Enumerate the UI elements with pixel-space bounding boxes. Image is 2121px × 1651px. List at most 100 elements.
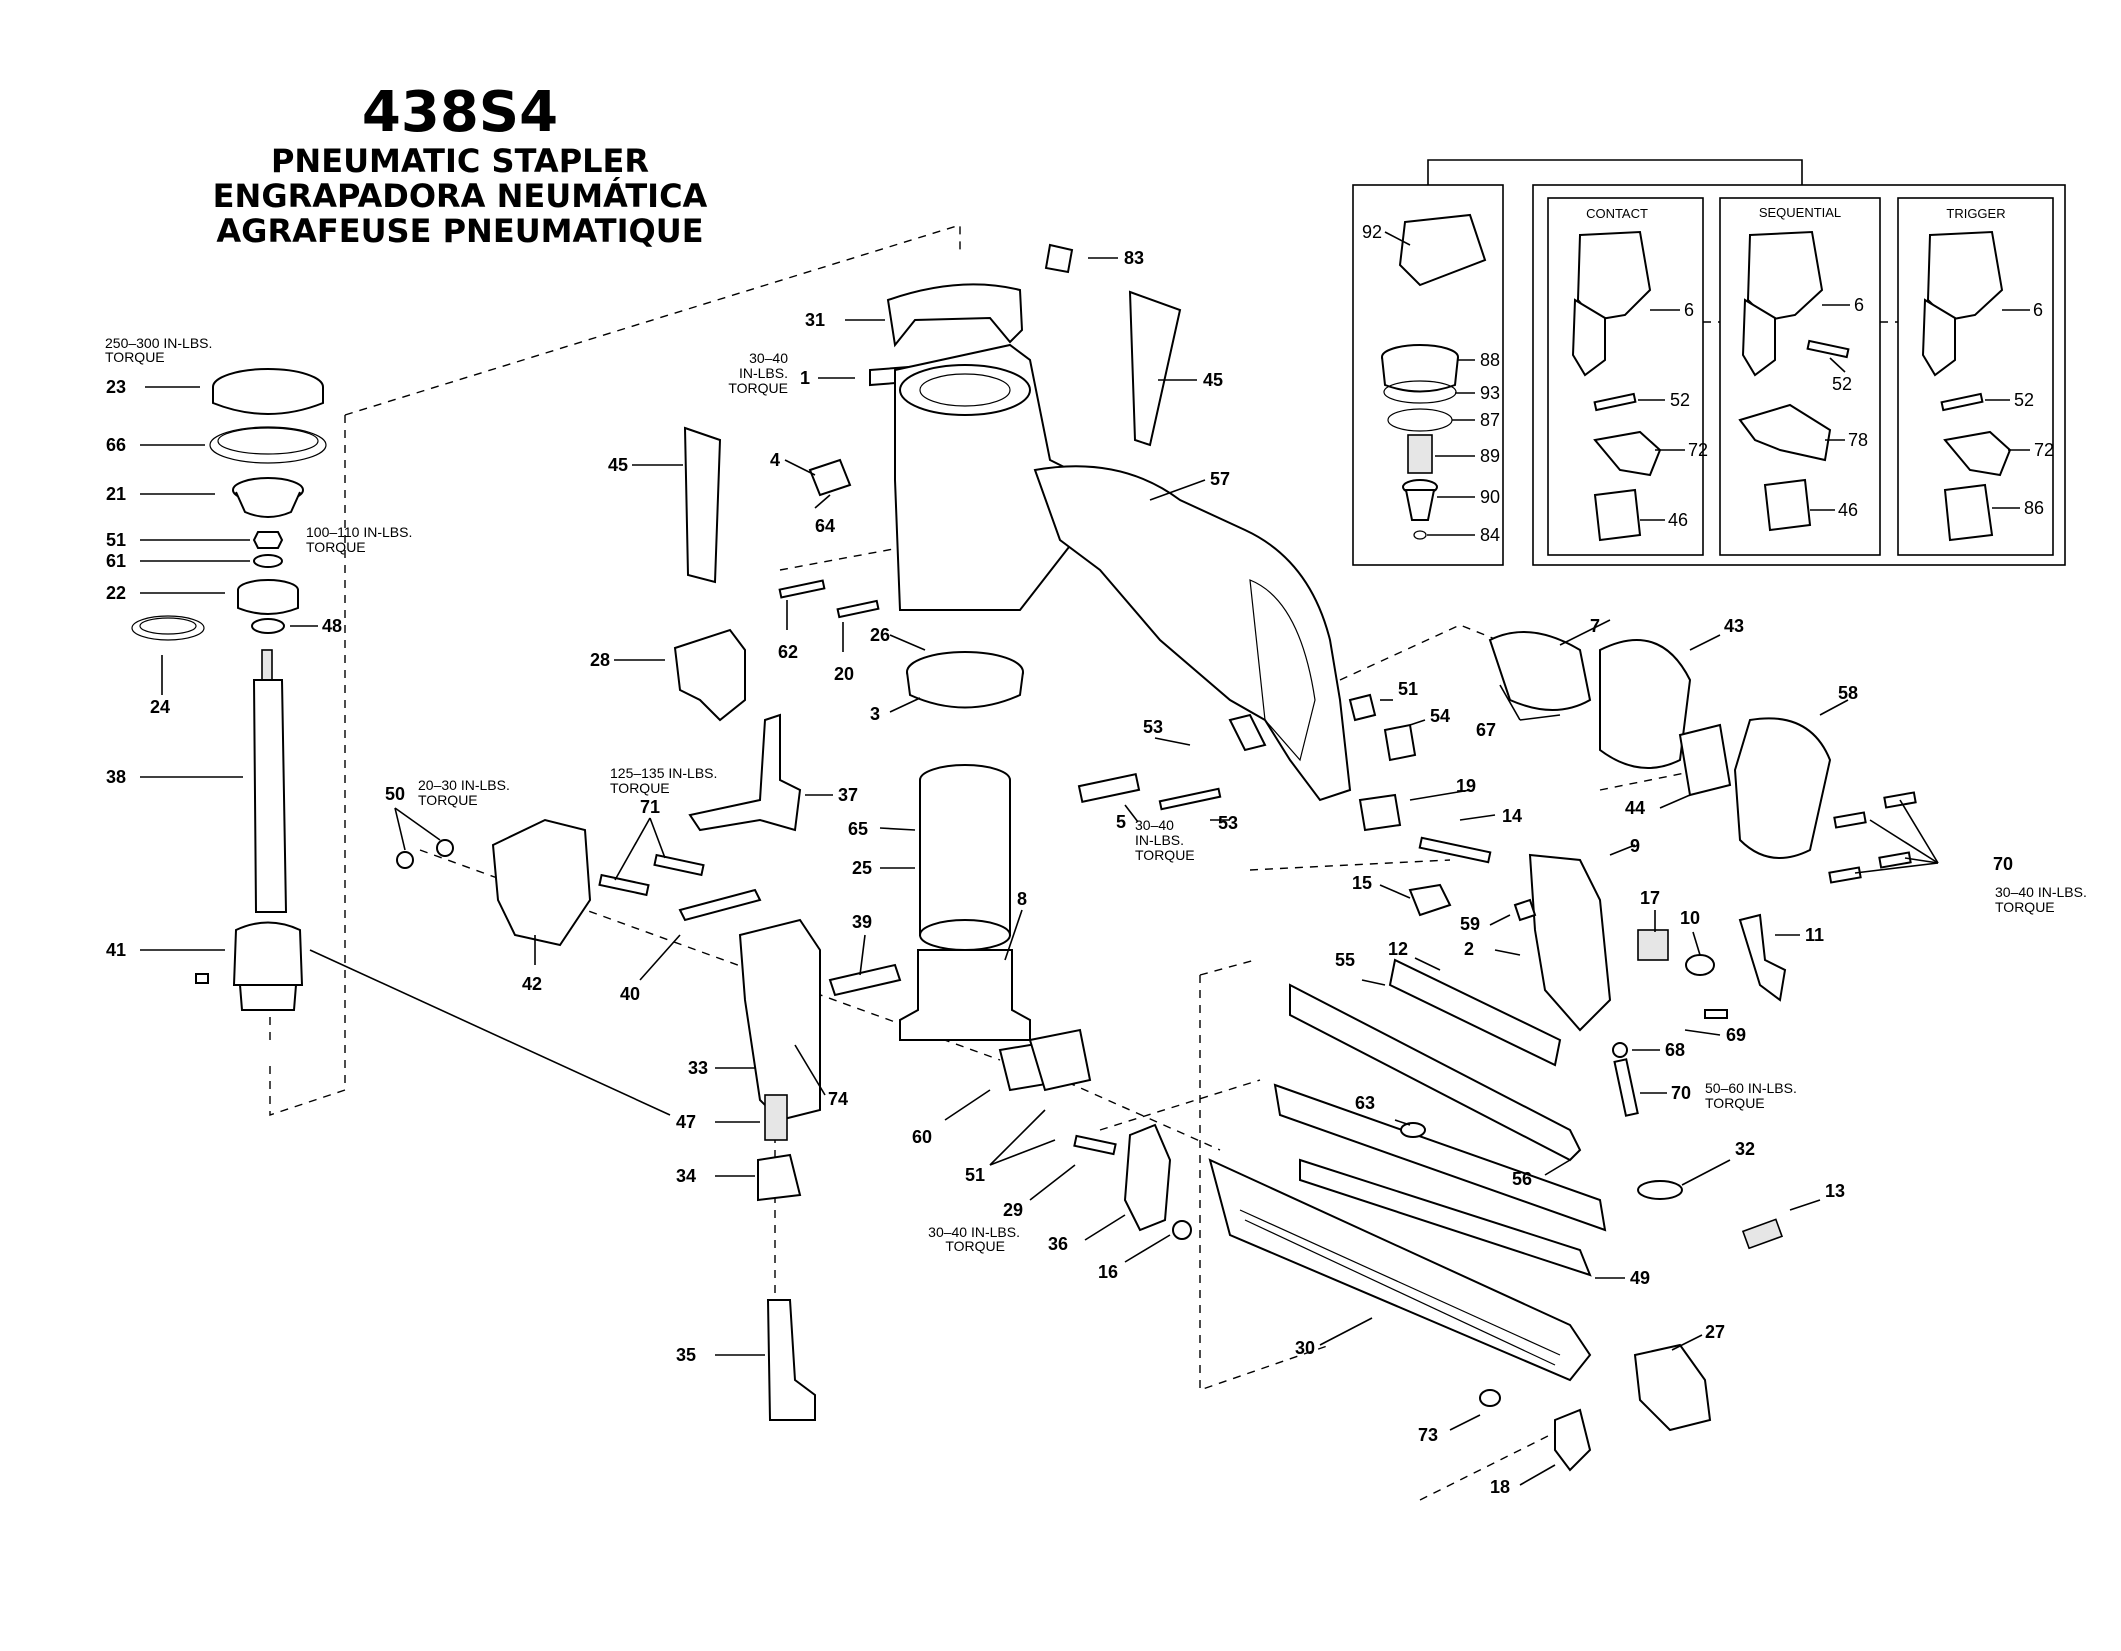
top-center-parts bbox=[673, 243, 1352, 832]
inset-box-trigger-options bbox=[1532, 184, 2066, 566]
part-89-spring bbox=[1407, 434, 1433, 474]
callout-56: 56 bbox=[1512, 1169, 1532, 1189]
callout-54: 54 bbox=[1430, 706, 1450, 726]
part-92-piston bbox=[1398, 213, 1487, 287]
part-63-spring bbox=[1400, 1122, 1426, 1138]
callout-51-left: 51 bbox=[106, 530, 126, 550]
part-42-housing bbox=[491, 818, 592, 947]
callout-64: 64 bbox=[815, 516, 835, 536]
callout-51-right: 51 bbox=[1398, 679, 1418, 699]
callout-7: 7 bbox=[1590, 616, 1600, 636]
inset-sequential bbox=[1719, 197, 1881, 556]
torque-30-40-low-line2: TORQUE bbox=[945, 1238, 1005, 1254]
part-73-bushing bbox=[1479, 1389, 1501, 1407]
callout-93: 93 bbox=[1480, 383, 1500, 403]
part-5-fitting bbox=[1077, 772, 1141, 804]
torque-100-110-line1: 100–110 IN-LBS. bbox=[306, 524, 412, 540]
callout-49: 49 bbox=[1630, 1268, 1650, 1288]
callout-17: 17 bbox=[1640, 888, 1660, 908]
callout-59: 59 bbox=[1460, 914, 1480, 934]
torque-30-40-right-line1: 30–40 IN-LBS. bbox=[1995, 884, 2087, 900]
contact-lever-72 bbox=[1593, 430, 1662, 477]
part-29-screw bbox=[1073, 1134, 1117, 1156]
part-28-bracket bbox=[673, 628, 746, 722]
callout-52-sequential: 52 bbox=[1832, 374, 1852, 394]
part-48-bushing bbox=[251, 618, 285, 634]
callout-43: 43 bbox=[1724, 616, 1744, 636]
title-french: AGRAFEUSE PNEUMATIQUE bbox=[216, 212, 704, 250]
callout-67: 67 bbox=[1476, 720, 1496, 740]
torque-30-40-mid-line2: IN-LBS. bbox=[1135, 832, 1184, 848]
title-english: PNEUMATIC STAPLER bbox=[270, 142, 650, 180]
part-57-handle bbox=[1033, 465, 1352, 802]
part-87-oring bbox=[1387, 408, 1453, 432]
torque-125-135-line1: 125–135 IN-LBS. bbox=[610, 765, 717, 781]
torque-30-40-mid-line3: TORQUE bbox=[1135, 847, 1195, 863]
part-70-pivot bbox=[1613, 1058, 1639, 1117]
part-70-bolt-b bbox=[1833, 811, 1867, 829]
sequential-valve-6 bbox=[1746, 230, 1824, 322]
callout-5: 5 bbox=[1116, 812, 1126, 832]
part-20-pin bbox=[836, 599, 880, 619]
callout-39: 39 bbox=[852, 912, 872, 932]
callout-40: 40 bbox=[620, 984, 640, 1004]
part-53-pin-b bbox=[1158, 787, 1222, 811]
callout-36: 36 bbox=[1048, 1234, 1068, 1254]
callout-42: 42 bbox=[522, 974, 542, 994]
torque-125-135-line2: TORQUE bbox=[610, 780, 670, 796]
callout-29: 29 bbox=[1003, 1200, 1023, 1220]
part-55-track bbox=[1289, 983, 1582, 1162]
callout-55: 55 bbox=[1335, 950, 1355, 970]
callout-53-lower: 53 bbox=[1218, 813, 1238, 833]
callout-19: 19 bbox=[1456, 776, 1476, 796]
part-3-seal bbox=[906, 671, 1024, 709]
callout-10: 10 bbox=[1680, 908, 1700, 928]
torque-20-30-line2: TORQUE bbox=[418, 792, 478, 808]
part-13-spring bbox=[1741, 1218, 1784, 1250]
torque-250-300-line1: 250–300 IN-LBS. bbox=[105, 335, 212, 351]
callout-90: 90 bbox=[1480, 487, 1500, 507]
part-15-clip bbox=[1408, 883, 1452, 917]
part-51-nut-mid bbox=[1348, 693, 1377, 722]
inset-box-head-valve bbox=[1352, 184, 1504, 566]
inset-header-contact: CONTACT bbox=[1586, 206, 1648, 221]
callout-46-contact: 46 bbox=[1668, 510, 1688, 530]
callout-8: 8 bbox=[1017, 889, 1027, 909]
part-71-screw-a bbox=[598, 873, 650, 897]
trigger-pin-52 bbox=[1940, 392, 1984, 412]
callout-52-trigger: 52 bbox=[2014, 390, 2034, 410]
inset-contact bbox=[1547, 197, 1704, 556]
callout-46-sequential: 46 bbox=[1838, 500, 1858, 520]
part-38-driver bbox=[252, 679, 288, 913]
part-50-nut-a bbox=[396, 851, 414, 869]
contact-valve-6 bbox=[1576, 230, 1652, 322]
callout-47: 47 bbox=[676, 1112, 696, 1132]
callout-21: 21 bbox=[106, 484, 126, 504]
part-93-oring bbox=[1383, 380, 1457, 404]
part-62-pin bbox=[778, 579, 826, 599]
title-spanish: ENGRAPADORA NEUMÁTICA bbox=[212, 177, 708, 215]
part-84-oring bbox=[1413, 530, 1427, 540]
callout-35: 35 bbox=[676, 1345, 696, 1365]
part-70-bolt-c bbox=[1878, 851, 1912, 869]
callout-73: 73 bbox=[1418, 1425, 1438, 1445]
part-61-washer bbox=[253, 554, 283, 568]
part-7-exhaust bbox=[1488, 631, 1592, 711]
callout-72-contact: 72 bbox=[1688, 440, 1708, 460]
trigger-bracket-86 bbox=[1943, 483, 1994, 542]
torque-notes: 250–300 IN-LBS. TORQUE 100–110 IN-LBS. T… bbox=[105, 335, 2087, 1254]
left-column-parts bbox=[131, 368, 327, 1011]
part-51-nut bbox=[252, 531, 284, 549]
part-66-seal bbox=[209, 426, 327, 464]
torque-50-60-line1: 50–60 IN-LBS. bbox=[1705, 1080, 1797, 1096]
inset-headers: CONTACT SEQUENTIAL TRIGGER bbox=[1586, 205, 2006, 221]
magazine-parts bbox=[1208, 958, 1784, 1472]
torque-20-30-line1: 20–30 IN-LBS. bbox=[418, 777, 510, 793]
trigger-lever-72 bbox=[1943, 430, 2012, 477]
callout-6-trigger: 6 bbox=[2033, 300, 2043, 320]
callout-86: 86 bbox=[2024, 498, 2044, 518]
part-27-latch bbox=[1633, 1343, 1712, 1432]
callout-63: 63 bbox=[1355, 1093, 1375, 1113]
inset-valve-kits bbox=[1352, 159, 2066, 566]
